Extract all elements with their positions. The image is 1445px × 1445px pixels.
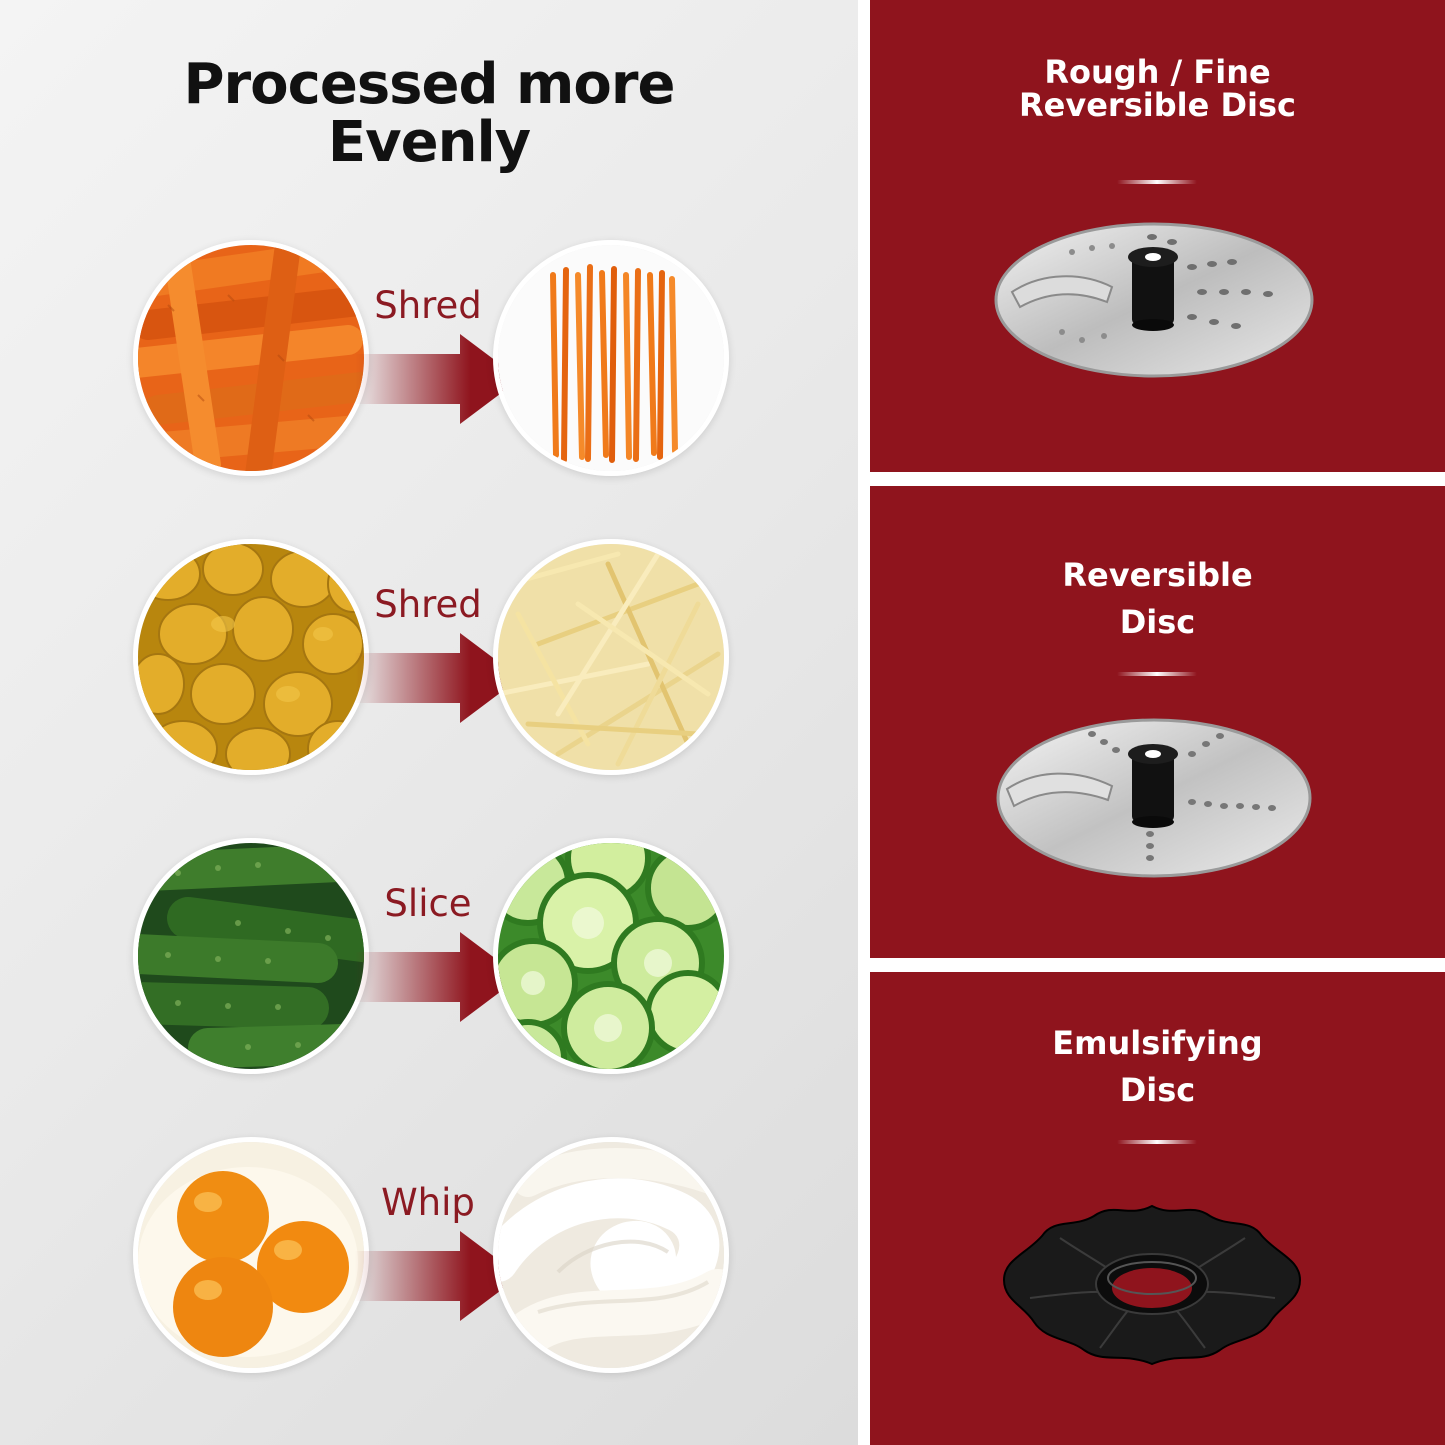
- disc-card-title: Rough / Fine Reversible Disc: [870, 56, 1445, 122]
- main-heading: Processed more Evenly: [0, 56, 858, 172]
- processing-panel: Processed more Evenly: [0, 0, 858, 1445]
- egg-yolks-image: [133, 1137, 369, 1373]
- arrow-right-icon: [355, 932, 520, 1022]
- whipped-cream-image: [493, 1137, 729, 1373]
- process-label: Shred: [374, 284, 482, 327]
- disc-card-title: Emulsifying Disc: [870, 1020, 1445, 1114]
- disc-card-rough-fine: Rough / Fine Reversible Disc: [870, 0, 1445, 472]
- heading-line-2: Evenly: [327, 110, 531, 175]
- process-row-whip-eggs: Whip: [0, 1135, 858, 1375]
- process-label: Slice: [384, 882, 472, 925]
- divider: [1117, 1140, 1197, 1144]
- slicing-disc-image: [996, 718, 1312, 878]
- arrow-right-icon: [355, 633, 520, 723]
- disc-card-title: Reversible Disc: [870, 552, 1445, 646]
- shredded-carrots-image: [493, 240, 729, 476]
- disc-title-line-1: Emulsifying: [1052, 1024, 1263, 1062]
- carrots-image: [133, 240, 369, 476]
- heading-line-1: Processed more: [183, 52, 676, 117]
- arrow-right-icon: [355, 334, 520, 424]
- process-row-shred-carrot: Shred: [0, 238, 858, 478]
- grating-disc-image: [994, 222, 1314, 378]
- disc-title-line-1: Reversible: [1062, 556, 1253, 594]
- arrow-right-icon: [355, 1231, 520, 1321]
- process-row-shred-potato: Shred: [0, 537, 858, 777]
- disc-card-reversible: Reversible Disc: [870, 486, 1445, 958]
- divider: [1117, 672, 1197, 676]
- divider: [1117, 180, 1197, 184]
- process-label: Shred: [374, 583, 482, 626]
- cucumbers-image: [133, 838, 369, 1074]
- process-label: Whip: [381, 1181, 475, 1224]
- emulsifying-disc-image: [1002, 1204, 1302, 1366]
- disc-title-line-1: Rough / Fine: [1044, 53, 1271, 91]
- disc-title-line-2: Reversible Disc: [1019, 86, 1296, 124]
- potatoes-image: [133, 539, 369, 775]
- disc-title-line-2: Disc: [1119, 1071, 1196, 1109]
- process-row-slice-cucumber: Slice: [0, 836, 858, 1076]
- sliced-cucumbers-image: [493, 838, 729, 1074]
- disc-title-line-2: Disc: [1119, 603, 1196, 641]
- shredded-potatoes-image: [493, 539, 729, 775]
- disc-card-emulsifying: Emulsifying Disc: [870, 972, 1445, 1445]
